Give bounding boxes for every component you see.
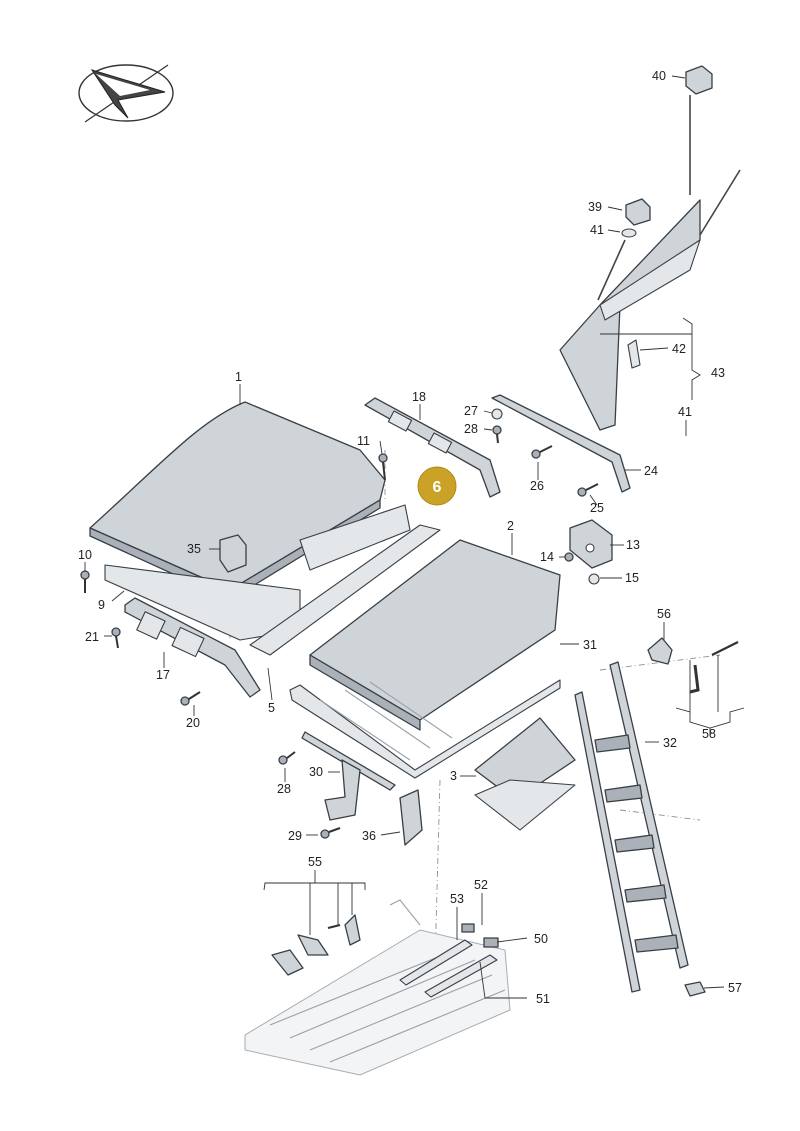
callout-1: 1 <box>235 370 242 384</box>
hook-57-part <box>684 981 706 997</box>
callout-43: 43 <box>711 366 725 380</box>
floor-strip-part <box>249 524 441 656</box>
callout-18: 18 <box>412 390 426 404</box>
callout-42: 42 <box>672 342 686 356</box>
callout-31: 31 <box>583 638 597 652</box>
callout-3: 3 <box>450 769 457 783</box>
tent-canvas-part <box>559 95 741 431</box>
bed-platform-part <box>289 539 561 779</box>
callout-10: 10 <box>78 548 92 562</box>
callout-28b: 28 <box>277 782 291 796</box>
callout-25: 25 <box>590 501 604 515</box>
callout-41b: 41 <box>678 405 692 419</box>
callout-41a: 41 <box>590 223 604 237</box>
callout-29: 29 <box>288 829 302 843</box>
rail-18-part <box>364 397 501 498</box>
callout-2: 2 <box>507 519 514 533</box>
callout-57: 57 <box>728 981 742 995</box>
fasteners <box>80 228 641 839</box>
cube-39-part <box>625 198 651 226</box>
callout-55: 55 <box>308 855 322 869</box>
callout-20: 20 <box>186 716 200 730</box>
callout-5: 5 <box>268 701 275 715</box>
callout-58: 58 <box>702 727 716 741</box>
callout-15: 15 <box>625 571 639 585</box>
callout-24: 24 <box>644 464 658 478</box>
box-35-part <box>219 534 247 573</box>
callout-50: 50 <box>534 932 548 946</box>
callout-14: 14 <box>540 550 554 564</box>
clips-55-part <box>271 914 361 976</box>
cube-40-part <box>685 65 713 95</box>
panel-3-part <box>474 717 576 831</box>
pad-36-part <box>399 789 423 846</box>
callout-39: 39 <box>588 200 602 214</box>
callout-56: 56 <box>657 607 671 621</box>
callout-27: 27 <box>464 404 478 418</box>
callout-30: 30 <box>309 765 323 779</box>
callout-32: 32 <box>663 736 677 750</box>
hook-56-part <box>647 637 673 665</box>
vehicle-frame-ghost <box>244 899 511 1076</box>
callout-11: 11 <box>357 434 370 448</box>
callout-35: 35 <box>187 542 201 556</box>
support-30-part <box>301 731 396 821</box>
hook-58-part <box>689 641 739 694</box>
callout-17: 17 <box>156 668 170 682</box>
callout-51: 51 <box>536 992 550 1006</box>
strip-53-part <box>399 923 499 998</box>
highlight-badge-label: 6 <box>433 479 442 496</box>
callout-53: 53 <box>450 892 464 906</box>
callout-21: 21 <box>85 630 99 644</box>
callout-52: 52 <box>474 878 488 892</box>
ladder-part <box>574 661 689 993</box>
callout-40: 40 <box>652 69 666 83</box>
callout-28a: 28 <box>464 422 478 436</box>
bracket-13-part <box>569 519 613 569</box>
callout-9: 9 <box>98 598 105 612</box>
callout-labels: 1 2 3 5 9 10 11 13 14 15 17 18 20 21 24 … <box>78 69 742 1006</box>
callout-13: 13 <box>626 538 640 552</box>
rail-24-part <box>491 394 631 493</box>
callout-26: 26 <box>530 479 544 493</box>
side-frame-part <box>124 597 261 698</box>
callout-36: 36 <box>362 829 376 843</box>
roof-panel-part <box>89 401 411 641</box>
highlight-badge[interactable]: 6 <box>417 466 457 506</box>
logo-icon <box>78 64 174 123</box>
leader-lines <box>84 75 745 999</box>
